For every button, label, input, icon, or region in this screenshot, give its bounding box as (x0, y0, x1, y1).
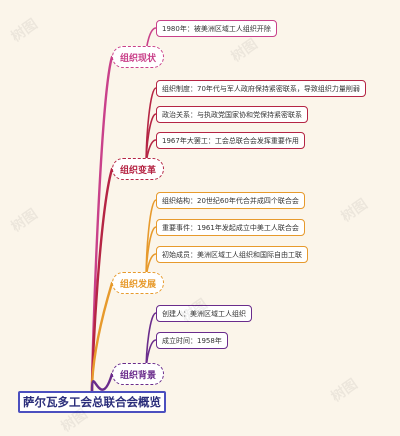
leaf-reform-2[interactable]: 政治关系：与执政党国家协和党保持紧密联系 (156, 106, 308, 123)
root-topic[interactable]: 萨尔瓦多工会总联合会概览 (18, 391, 166, 413)
leaf-reform-1[interactable]: 组织制度：70年代与军人政府保持紧密联系，导致组织力量削弱 (156, 80, 366, 97)
branch-reform[interactable]: 组织变革 (112, 158, 164, 180)
leaf-status-1[interactable]: 1980年：被美洲区域工人组织开除 (156, 20, 277, 37)
leaf-background-1[interactable]: 创建人：美洲区域工人组织 (156, 305, 252, 322)
leaf-development-1[interactable]: 组织结构：20世纪60年代合并成四个联合会 (156, 192, 305, 209)
leaf-development-2[interactable]: 重要事件：1961年发起成立中美工人联合会 (156, 219, 305, 236)
leaf-development-3[interactable]: 初始成员：美洲区域工人组织和国际自由工联 (156, 246, 308, 263)
branch-background[interactable]: 组织背景 (112, 363, 164, 385)
branch-connector (90, 372, 114, 393)
leaf-background-2[interactable]: 成立时间：1958年 (156, 332, 228, 349)
branch-status[interactable]: 组织现状 (112, 46, 164, 68)
branch-development[interactable]: 组织发展 (112, 272, 164, 294)
leaf-reform-3[interactable]: 1967年大罢工：工会总联合会发挥重要作用 (156, 132, 305, 149)
